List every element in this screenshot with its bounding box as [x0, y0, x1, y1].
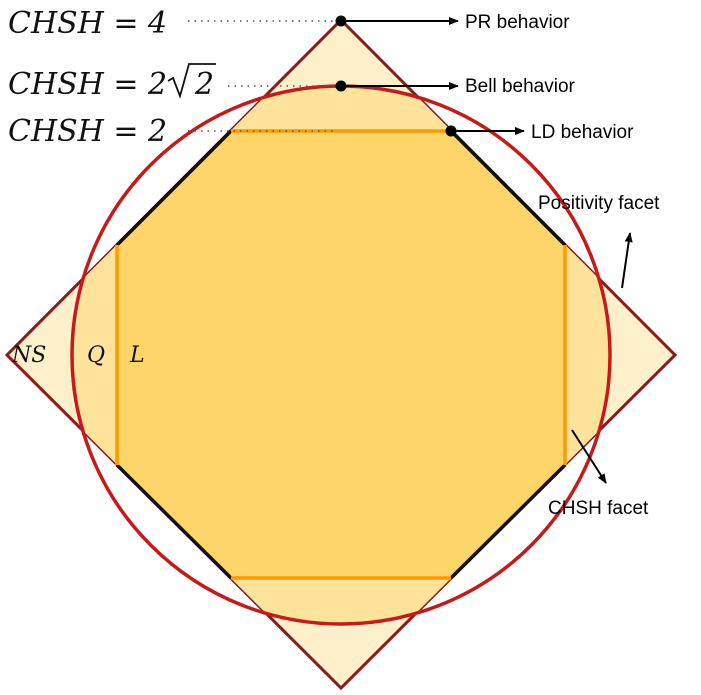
chsh-bell-label: CHSH = 2 2 [8, 63, 216, 102]
annotation-arrows [341, 17, 633, 484]
ld-behavior-label: LD behavior [531, 122, 634, 143]
local-polytope [117, 131, 565, 578]
svg-text:2: 2 [194, 67, 214, 102]
local-deterministic-edges [115, 129, 567, 580]
chsh-facet-arrow [571, 429, 607, 484]
chsh-facets [115, 129, 567, 580]
svg-text:CHSH = 2: CHSH = 2 [8, 67, 167, 102]
positivity-facet-label: Positivity facet [538, 193, 660, 214]
positivity-arrow [621, 232, 633, 289]
q-set-label: Q [87, 343, 105, 368]
pr-behavior-label: PR behavior [465, 12, 570, 33]
bell-behavior-label: Bell behavior [465, 76, 576, 97]
chsh-2-label: CHSH = 2 [8, 114, 167, 149]
sqrt-sign [167, 63, 216, 99]
chsh-4-label: CHSH = 4 [8, 6, 167, 41]
l-set-label: L [129, 343, 145, 368]
chsh-facet-label: CHSH facet [548, 498, 649, 519]
ns-set-label: NS [11, 343, 46, 368]
